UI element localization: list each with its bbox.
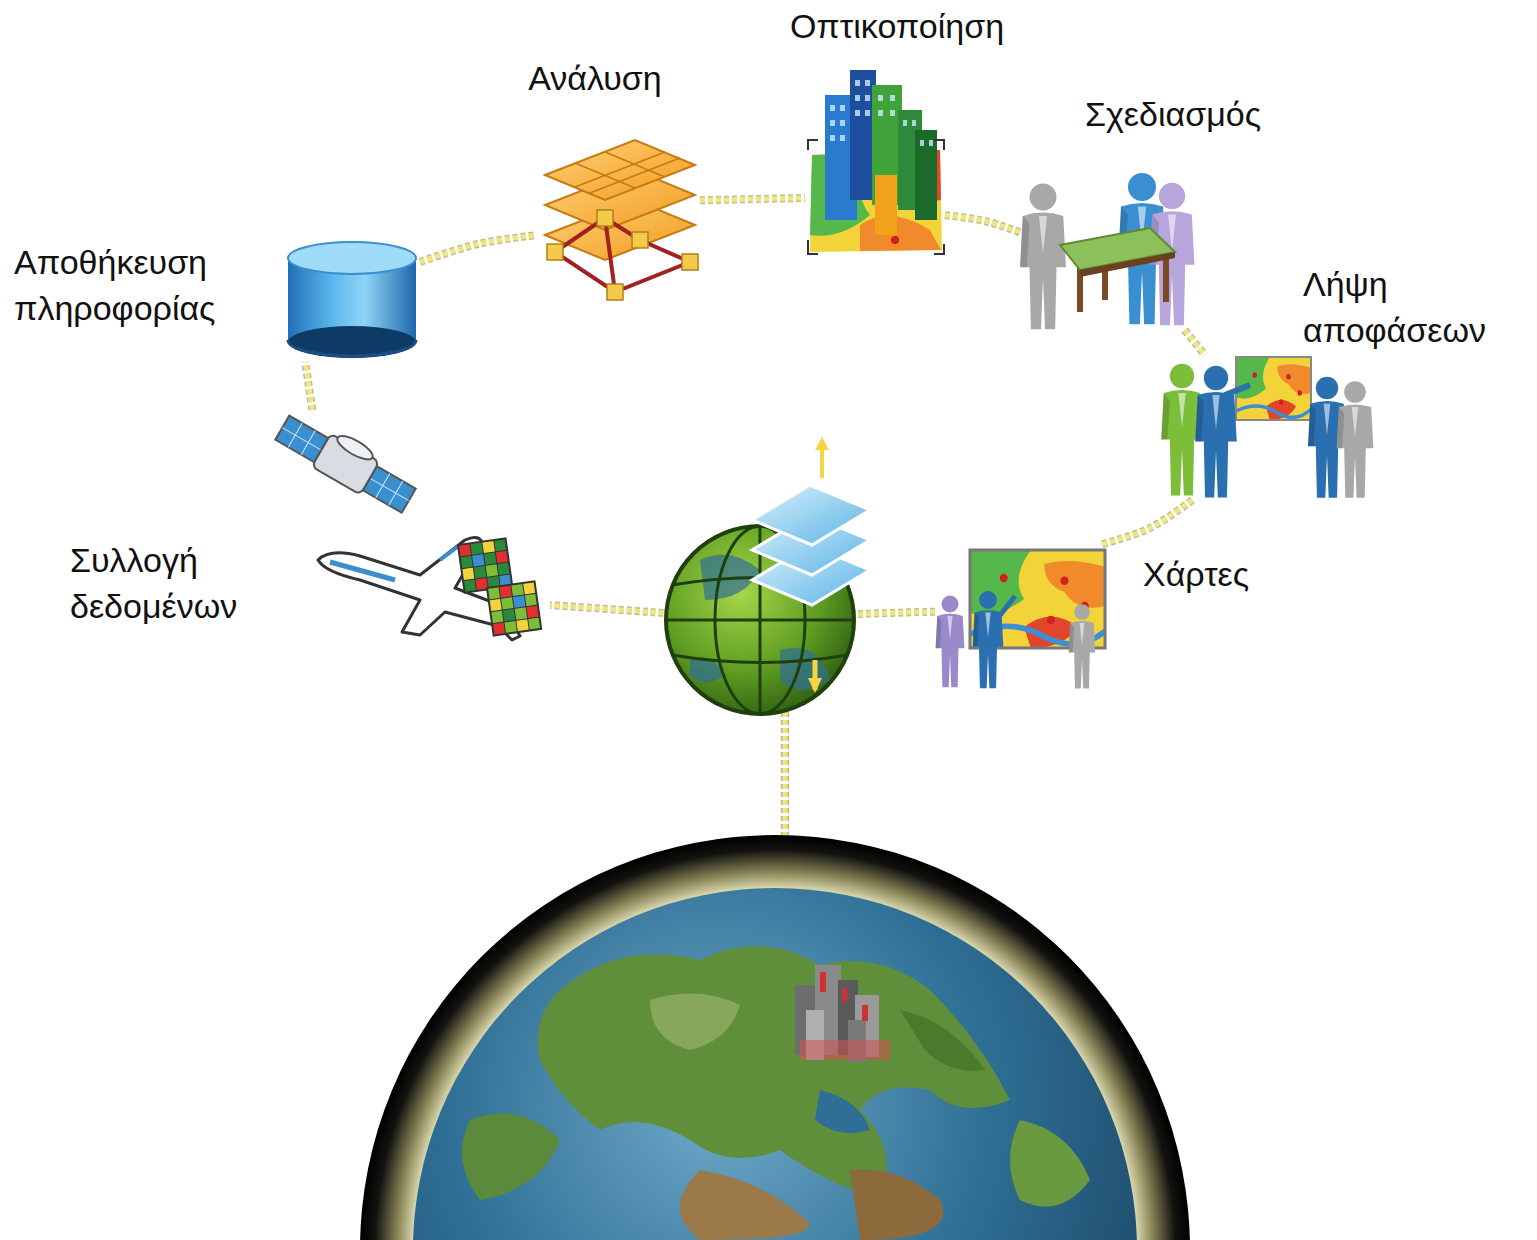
- cycle-connector: [420, 235, 535, 262]
- cycle-connector: [945, 215, 1020, 232]
- satellite-icon: [273, 405, 422, 517]
- connector-shadow: [1100, 500, 1193, 545]
- stage-node: Λήψη αποφάσεων: [1165, 355, 1375, 500]
- stage-node: Ανάλυση: [535, 125, 700, 300]
- cycle-connector: [1100, 500, 1193, 545]
- maps-icon: [936, 550, 1105, 688]
- stage-label: Χάρτες: [1143, 552, 1249, 598]
- cycle-connector: [700, 198, 805, 200]
- stage-node: Χάρτες: [935, 545, 1110, 690]
- cycle-connector: [1185, 330, 1205, 355]
- layers-icon: [545, 140, 698, 300]
- city-icon: [808, 70, 944, 254]
- stage-label: Συλλογή δεδομένων: [70, 538, 237, 630]
- stage-node: Σχεδιασμός: [1020, 175, 1195, 330]
- stage-node: Οπτικοποίηση: [805, 65, 945, 255]
- database-icon: [288, 242, 416, 358]
- connector-shadow: [700, 198, 805, 200]
- connector-shadow: [1185, 330, 1205, 355]
- stage-label: Ανάλυση: [528, 56, 661, 102]
- globe-icon: [666, 437, 870, 714]
- decision-icon: [1161, 357, 1373, 498]
- connector-shadow: [945, 215, 1020, 232]
- connector-shadow: [420, 235, 535, 262]
- planning-icon: [1020, 173, 1194, 329]
- stage-label: Αποθήκευση πληροφορίας: [14, 240, 216, 332]
- stage-node: Αποθήκευση πληροφορίας: [285, 240, 420, 362]
- stage-label: Σχεδιασμός: [1085, 92, 1261, 138]
- raster-grid: [458, 538, 541, 635]
- earth-globe: [360, 835, 1190, 1240]
- stage-label: Οπτικοποίηση: [790, 4, 1004, 50]
- connector-shadow: [305, 362, 312, 410]
- stage-node: Συλλογή δεδομένων: [280, 410, 550, 645]
- stage-label: Λήψη αποφάσεων: [1303, 262, 1486, 354]
- cycle-connector: [305, 362, 312, 410]
